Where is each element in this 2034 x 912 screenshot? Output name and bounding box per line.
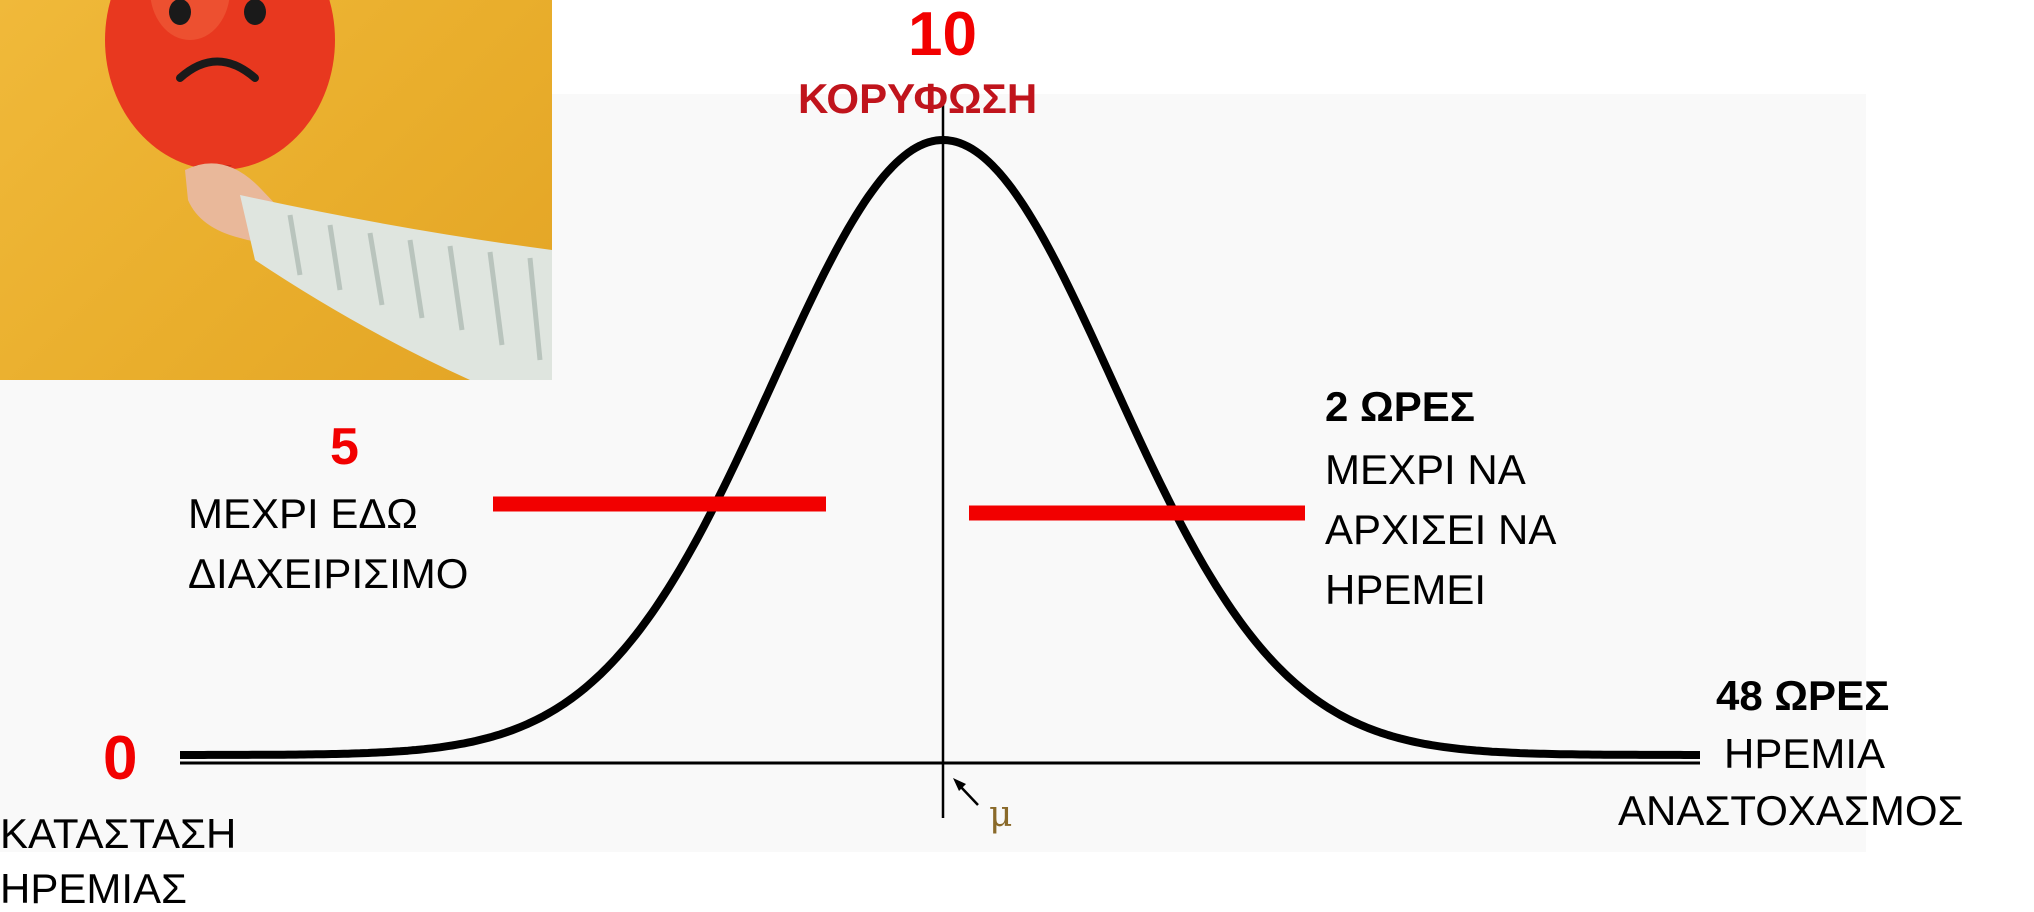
start-value: 0: [103, 724, 138, 793]
right-threshold-title: 2 ΩΡΕΣ: [1325, 383, 1475, 430]
left-threshold-value: 5: [330, 418, 359, 476]
arrow-icon: [953, 778, 979, 806]
end-line1: ΗΡΕΜΙΑ: [1724, 730, 1886, 777]
sad-red-balloon-icon: [0, 0, 552, 380]
start-line1: ΚΑΤΑΣΤΑΣΗ: [0, 810, 237, 857]
bell-curve: [180, 136, 1700, 759]
start-line2: ΗΡΕΜΙΑΣ: [0, 865, 187, 912]
right-threshold-line3: ΗΡΕΜΕΙ: [1325, 566, 1487, 613]
end-title: 48 ΩΡΕΣ: [1716, 672, 1890, 719]
end-line2: ΑΝΑΣΤΟΧΑΣΜΟΣ: [1618, 787, 1964, 834]
mu-label: μ: [989, 794, 1013, 835]
left-threshold-line1: ΜΕΧΡΙ ΕΔΩ: [188, 490, 418, 537]
right-threshold-line2: ΑΡΧΙΣΕΙ ΝΑ: [1325, 506, 1557, 553]
left-threshold-line2: ΔΙΑΧΕΙΡΙΣΙΜΟ: [188, 550, 469, 597]
peak-value: 10: [908, 0, 977, 69]
right-threshold-line1: ΜΕΧΡΙ ΝΑ: [1325, 446, 1526, 493]
peak-label: ΚΟΡΥΦΩΣΗ: [798, 75, 1038, 122]
